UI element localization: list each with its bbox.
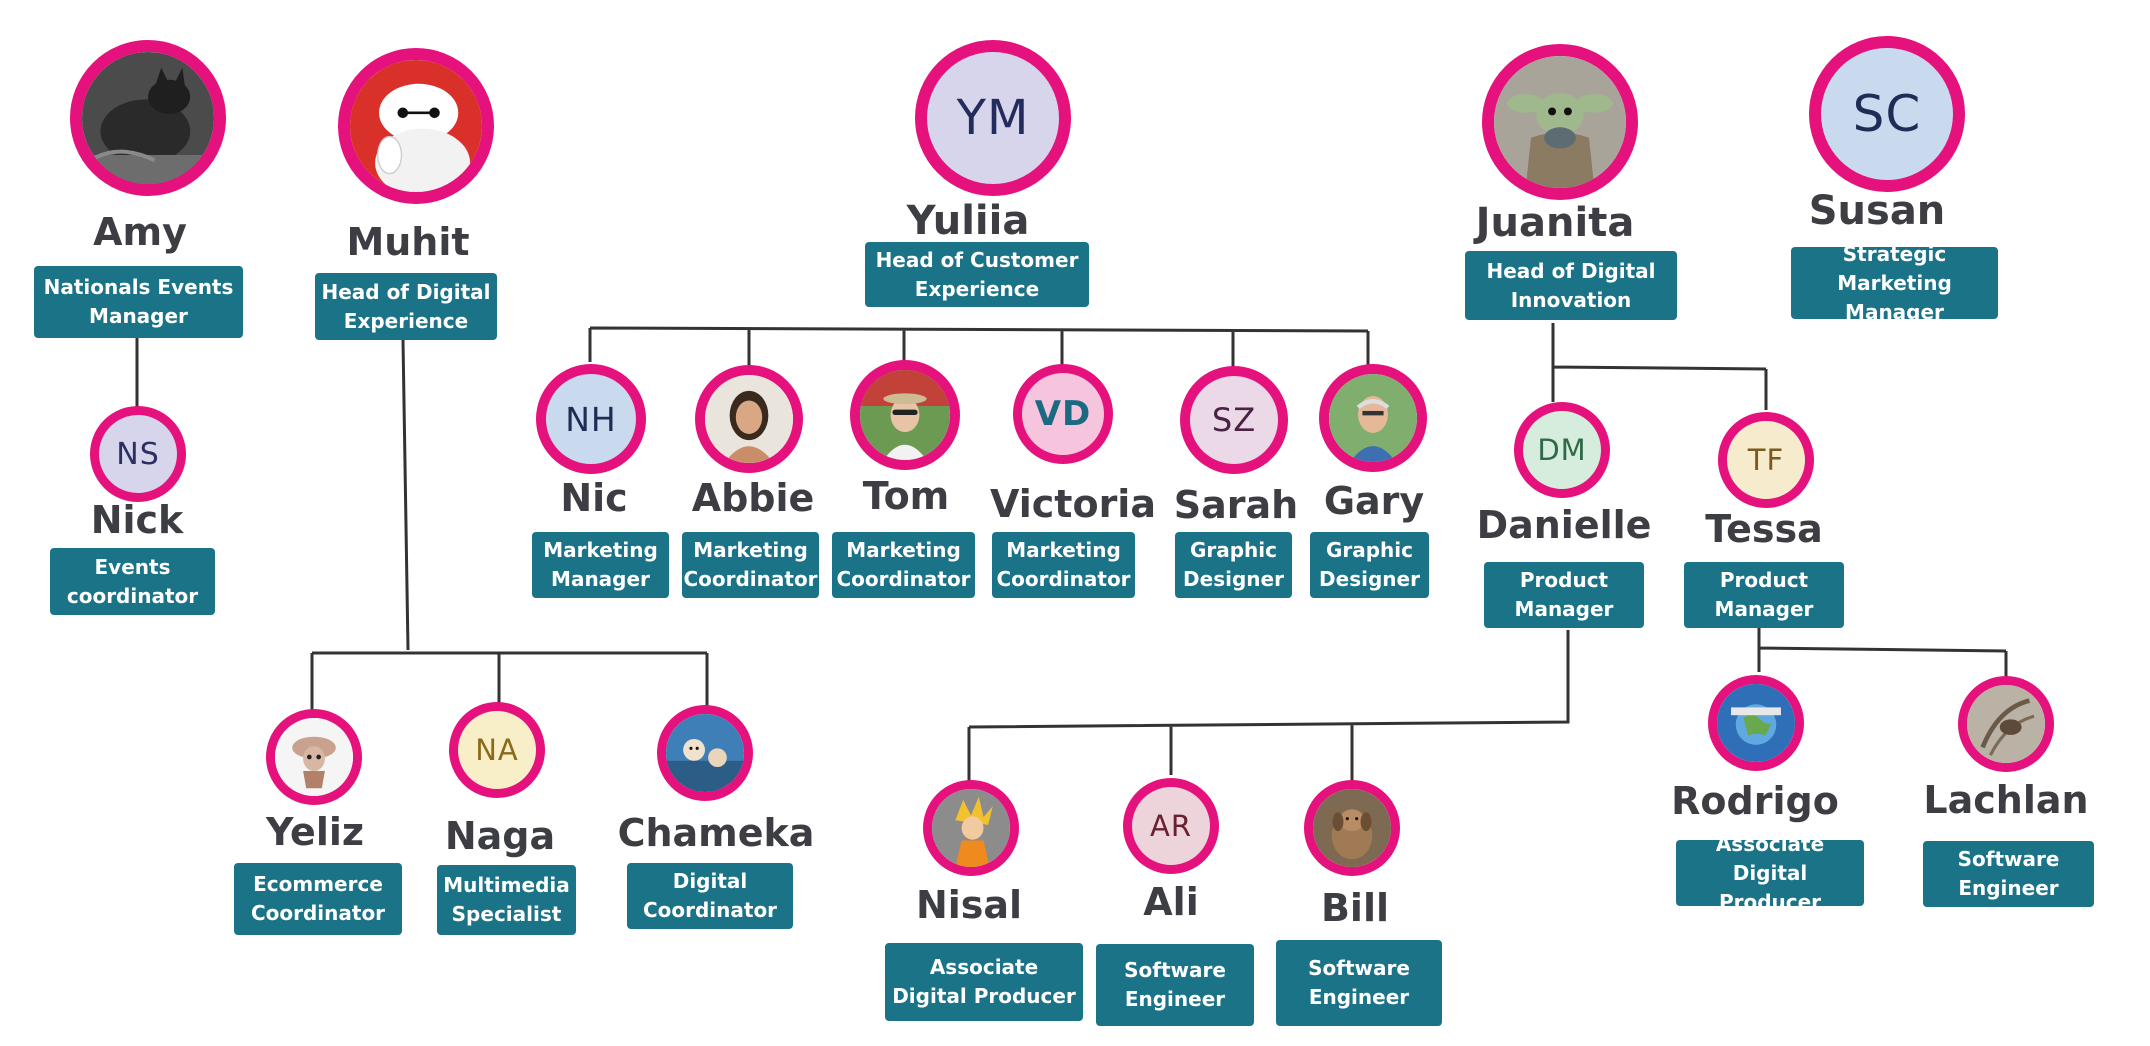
role-badge: Graphic Designer: [1175, 532, 1292, 598]
person-name: Ali: [1143, 880, 1199, 924]
line-yuliia-team: [588, 326, 1370, 368]
role-badge: Software Engineer: [1923, 841, 2094, 907]
role-badge: Product Manager: [1684, 562, 1844, 628]
person-name: Tessa: [1705, 507, 1823, 551]
avatar-yeliz: [266, 709, 362, 805]
role-badge: Events coordinator: [50, 548, 215, 615]
avatar-initials: TF: [1747, 443, 1785, 477]
person-name: Nisal: [915, 883, 1023, 927]
avatar-tessa: TF: [1718, 412, 1814, 508]
dog-photo-icon: [1313, 789, 1391, 867]
avatar-tom: [850, 360, 960, 470]
person-name: Tom: [862, 474, 950, 518]
person-name: Amy: [93, 210, 187, 254]
avatar-initials: DM: [1537, 433, 1587, 467]
person-name: Lachlan: [1923, 778, 2089, 822]
man-hat-photo-icon: [860, 370, 950, 460]
role-badge: Head of Customer Experience: [865, 242, 1089, 307]
white-robot-photo-icon: [350, 60, 482, 192]
person-name: Danielle: [1476, 503, 1652, 547]
avatar-initials: NA: [475, 733, 519, 767]
avatar-initials: AR: [1150, 809, 1192, 843]
avatar-initials: YM: [956, 90, 1030, 146]
green-alien-photo-icon: [1494, 56, 1626, 188]
role-badge: Marketing Manager: [532, 532, 669, 598]
person-name: Nick: [90, 498, 184, 542]
role-badge: Product Manager: [1484, 562, 1644, 628]
avatar-nic: NH: [536, 364, 646, 474]
person-name: Victoria: [990, 482, 1156, 526]
role-badge: Marketing Coordinator: [832, 532, 975, 598]
role-badge: Nationals Events Manager: [34, 266, 243, 338]
avatar-gary: [1319, 364, 1427, 472]
avatar-nisal: [923, 780, 1019, 876]
cartoon-scene-photo-icon: [666, 714, 744, 792]
cartoon-character-photo-icon: [275, 718, 353, 796]
avatar-bill: [1304, 780, 1400, 876]
role-badge: Software Engineer: [1276, 940, 1442, 1026]
line-tessa-team: [1757, 628, 2008, 678]
person-name: Susan: [1808, 188, 1946, 234]
avatar-juanita: [1482, 44, 1638, 200]
avatar-muhit: [338, 48, 494, 204]
role-badge: Associate Digital Producer: [1676, 832, 1864, 914]
person-name: Juanita: [1475, 200, 1635, 246]
avatar-yuliia: YM: [915, 40, 1071, 196]
role-badge: Associate Digital Producer: [885, 943, 1083, 1021]
person-name: Muhit: [346, 220, 470, 264]
role-badge: Strategic Marketing Manager: [1791, 242, 1998, 324]
role-badge: Multimedia Specialist: [437, 865, 576, 935]
avatar-initials: NS: [116, 436, 160, 472]
avatar-abbie: [695, 365, 803, 473]
role-badge: Graphic Designer: [1310, 532, 1429, 598]
person-name: Yuliia: [906, 198, 1030, 244]
person-name: Nic: [560, 476, 628, 520]
line-juanita-team: [1551, 323, 1768, 410]
smiling-man-photo-icon: [1329, 374, 1417, 462]
role-badge: Head of Digital Innovation: [1465, 251, 1677, 320]
role-badge: Digital Coordinator: [627, 863, 793, 929]
anime-character-photo-icon: [932, 789, 1010, 867]
avatar-sarah: SZ: [1180, 366, 1288, 474]
person-name: Rodrigo: [1671, 779, 1839, 823]
avatar-ali: AR: [1123, 778, 1219, 874]
line-muhit-team: [310, 339, 709, 712]
line-danielle-team: [967, 630, 1570, 782]
avatar-initials: VD: [1034, 394, 1092, 434]
role-badge: Software Engineer: [1096, 944, 1254, 1026]
avatar-rodrigo: [1708, 675, 1804, 771]
role-badge: Head of Digital Experience: [315, 273, 497, 340]
role-badge: Ecommerce Coordinator: [234, 863, 402, 935]
avatar-susan: SC: [1809, 36, 1965, 192]
avatar-amy: [70, 40, 226, 196]
avatar-initials: SC: [1852, 85, 1922, 143]
cat-photo-icon: [82, 52, 214, 184]
person-name: Sarah: [1173, 483, 1299, 527]
avatar-initials: SZ: [1211, 401, 1257, 439]
avatar-naga: NA: [449, 702, 545, 798]
role-badge: Marketing Coordinator: [992, 532, 1135, 598]
avatar-initials: NH: [565, 399, 617, 439]
person-name: Gary: [1323, 479, 1425, 523]
avatar-chameka: [657, 705, 753, 801]
woman-photo-icon: [705, 375, 793, 463]
avatar-victoria: VD: [1013, 364, 1113, 464]
role-badge: Marketing Coordinator: [682, 532, 819, 598]
person-name: Abbie: [691, 476, 815, 520]
avatar-nick: NS: [90, 406, 186, 502]
person-name: Naga: [444, 814, 556, 858]
person-name: Chameka: [617, 811, 815, 855]
person-name: Yeliz: [266, 810, 364, 854]
avatar-danielle: DM: [1514, 402, 1610, 498]
avatar-lachlan: [1958, 676, 2054, 772]
person-name: Bill: [1320, 886, 1390, 930]
globe-badge-photo-icon: [1717, 684, 1795, 762]
bird-photo-icon: [1967, 685, 2045, 763]
